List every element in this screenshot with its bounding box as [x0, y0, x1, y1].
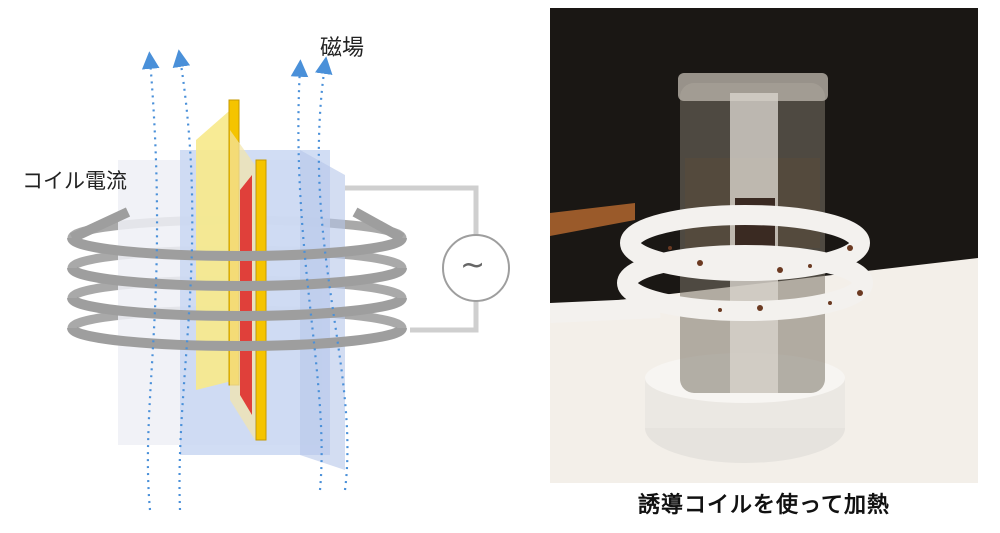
magnetic-field-label: 磁場 — [320, 36, 365, 61]
diagram-canvas — [67, 49, 510, 511]
rust-spots — [668, 245, 863, 312]
photo-coil — [550, 205, 873, 323]
photo-canvas — [550, 8, 978, 483]
coil-front — [67, 207, 407, 351]
ac-source-symbol: ~ — [460, 248, 486, 283]
photo-caption: 誘導コイルを使って加熱 — [638, 493, 890, 518]
ac-source — [442, 234, 510, 302]
coil-current-label: コイル電流 — [22, 169, 127, 193]
induction-coil-photo — [550, 8, 978, 483]
magnetic-field-lines — [141, 49, 349, 511]
induction-heating-diagram: 磁場 コイル電流 ~ — [22, 36, 510, 511]
